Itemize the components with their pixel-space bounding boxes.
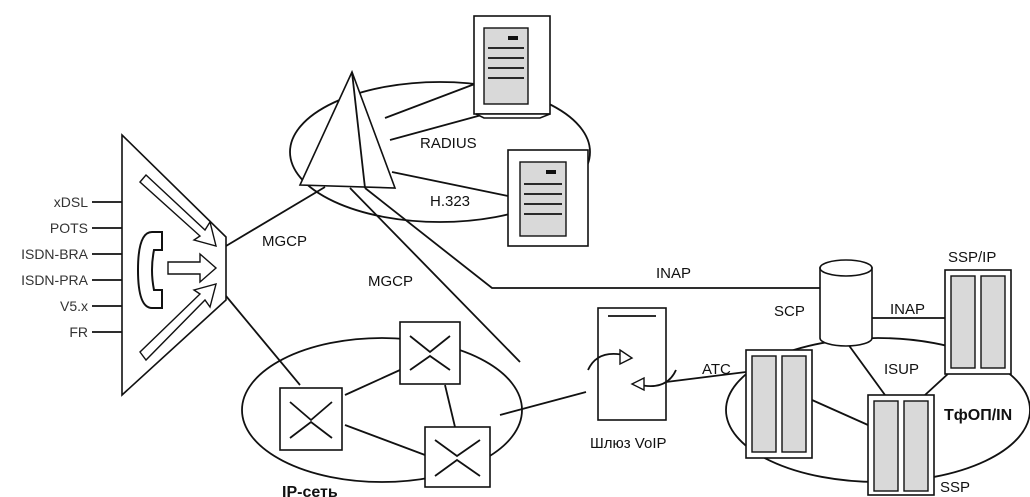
access-input-label: xDSL — [54, 194, 88, 210]
scp-database — [820, 260, 872, 346]
scp-label: SCP — [774, 303, 805, 320]
ats-label: ATC — [702, 361, 731, 378]
inap-short-label: INAP — [890, 301, 925, 318]
ats-switch-rack — [746, 350, 812, 458]
softswitch — [300, 72, 395, 188]
access-input-label: V5.x — [60, 298, 88, 314]
mgcp-upper-label: MGCP — [262, 233, 307, 250]
ip-router-left — [280, 388, 342, 450]
access-input-label: ISDN-BRA — [21, 246, 89, 262]
h323-server — [508, 150, 588, 246]
ip-router-lower — [425, 427, 490, 487]
access-input-label: ISDN-PRA — [21, 272, 89, 288]
voip-gateway-device — [588, 308, 676, 420]
ssp-label: SSP — [940, 479, 970, 496]
inap-long-label: INAP — [656, 265, 691, 282]
h323-label: H.323 — [430, 193, 470, 210]
access-input-labels: xDSL POTS ISDN-BRA ISDN-PRA V5.x FR — [21, 194, 89, 340]
ip-network-label: IP-сеть — [282, 484, 338, 497]
access-gateway — [122, 135, 226, 395]
access-input-label: FR — [69, 324, 88, 340]
voip-gateway-label: Шлюз VoIP — [590, 435, 667, 452]
isup-label: ISUP — [884, 361, 919, 378]
ip-router-upper — [400, 322, 460, 384]
pstn-in-label: ТфОП/IN — [944, 407, 1012, 424]
mgcp-lower-label: MGCP — [368, 273, 413, 290]
radius-label: RADIUS — [420, 135, 477, 152]
ssp-rack — [868, 395, 934, 495]
ssp-ip-rack — [945, 270, 1011, 374]
ssp-ip-label: SSP/IP — [948, 249, 996, 266]
radius-server — [474, 16, 550, 118]
access-input-label: POTS — [50, 220, 88, 236]
access-input-lines — [92, 202, 122, 332]
